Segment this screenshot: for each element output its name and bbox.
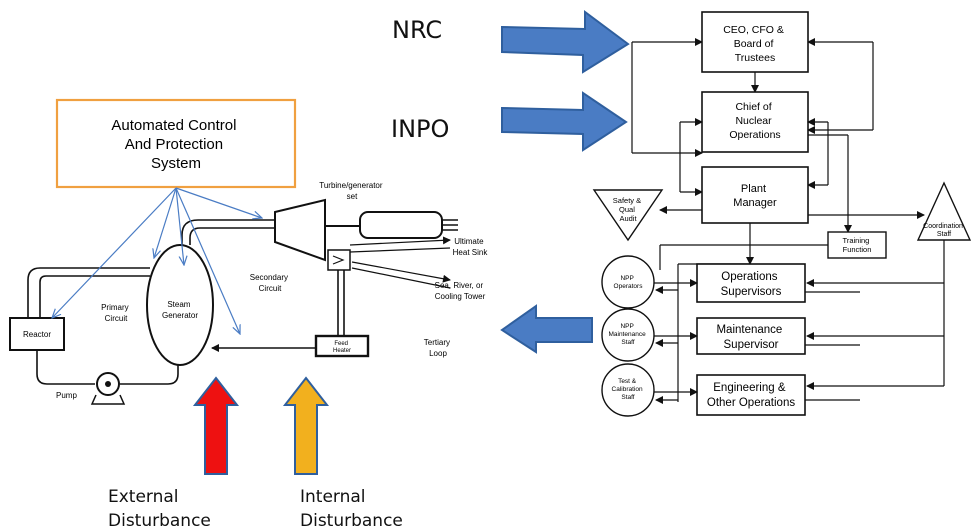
external-disturbance-label: External Disturbance <box>108 487 211 531</box>
engineering-label: Engineering & Other Operations <box>707 382 795 409</box>
heat-sink-line-2 <box>349 247 451 253</box>
condenser-coil <box>332 255 345 265</box>
nrc-label: NRC <box>392 16 442 44</box>
internal-disturbance-arrow <box>282 376 330 475</box>
primary-loop-upper <box>27 267 150 318</box>
pump-label: Pump <box>56 391 77 400</box>
maintenance-supervisor-label: Maintenance Supervisor <box>716 324 785 351</box>
signal-line-secondary <box>154 187 177 258</box>
sea-river-label: Sea, River, or Cooling Tower <box>435 281 486 301</box>
automated-control-box <box>55 98 297 189</box>
turbine <box>274 198 326 262</box>
signal-line-sg-low <box>175 187 240 334</box>
chief-label: Chief of Nuclear Operations <box>729 101 780 141</box>
test-calibration-circle <box>601 363 655 417</box>
operations-supervisors-label: Operations Supervisors <box>721 271 782 298</box>
pump-outlet-line <box>120 364 179 385</box>
safety-audit-triangle <box>592 189 664 242</box>
training-function-label: Training Function <box>843 236 872 254</box>
inpo-arrow <box>501 91 628 152</box>
steam-line <box>181 219 275 245</box>
primary-loop-upper-inner <box>39 275 150 318</box>
internal-disturbance-label: Internal Disturbance <box>300 487 403 531</box>
signal-line-turbine <box>175 187 262 218</box>
coordination-staff-label: Coordination Staff <box>923 223 965 238</box>
nrc-arrow <box>501 10 630 74</box>
maintenance-supervisor-box <box>696 317 806 355</box>
signal-line-sg <box>175 187 184 265</box>
safety-audit-label: Safety & Qual Audit <box>613 196 643 223</box>
npp-maintenance-circle <box>601 308 655 362</box>
external-disturbance-arrow <box>192 376 240 475</box>
condenser <box>327 249 351 271</box>
tertiary-loop-label: Tertiary Loop <box>424 338 452 358</box>
feed-heater <box>314 334 370 358</box>
ceo-label: CEO, CFO & Board of Trustees <box>723 24 787 64</box>
signal-line-reactor <box>52 187 177 318</box>
ultimate-heat-sink-label: Ultimate Heat Sink <box>453 237 489 257</box>
heat-sink-line-1 <box>349 236 451 246</box>
pump-base <box>90 394 126 405</box>
inpo-label: INPO <box>391 115 449 143</box>
steam-line-inner <box>189 227 275 245</box>
secondary-circuit-label: Secondary Circuit <box>250 273 290 293</box>
npp-operators-label: NPP Operators <box>614 275 644 290</box>
sea-line-2 <box>351 267 451 289</box>
turbine-label: Turbine/generator set <box>319 181 385 201</box>
org-chart: CEO, CFO & Board of Trustees Chief of Nu… <box>592 11 972 417</box>
npp-maintenance-label: NPP Maintenance Staff <box>608 323 647 346</box>
steam-generator-label: Steam Generator <box>162 300 198 320</box>
automated-control-label: Automated Control And Protection System <box>111 117 240 172</box>
plant-manager-box <box>701 166 809 224</box>
generator <box>359 211 443 239</box>
npp-operators-circle <box>601 255 655 309</box>
pump-hub <box>105 381 111 387</box>
sea-line-1 <box>351 261 451 283</box>
control-signal-lines <box>52 187 262 334</box>
primary-loop-lower <box>36 350 95 385</box>
feed-heater-label: Feed Heater <box>333 341 351 354</box>
steam-generator <box>146 244 214 366</box>
test-calibration-label: Test & Calibration Staff <box>612 378 645 401</box>
reactor-label: Reactor <box>23 330 51 339</box>
engineering-box <box>696 374 806 416</box>
output-arrow <box>500 304 593 354</box>
primary-circuit-label: Primary Circuit <box>101 303 131 323</box>
plant-manager-label: Plant Manager <box>733 183 777 209</box>
operations-supervisors-box <box>696 263 806 303</box>
